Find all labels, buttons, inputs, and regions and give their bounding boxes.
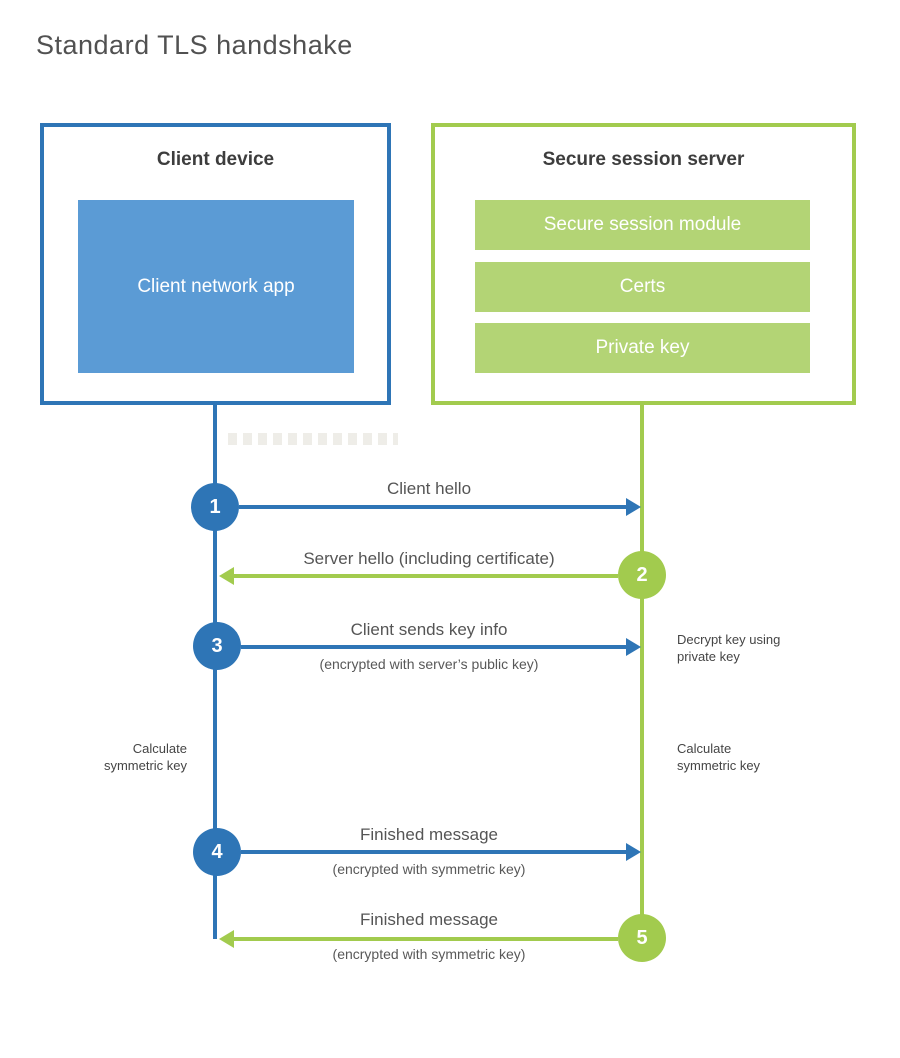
message-1-label: Client hello [386, 479, 472, 498]
server-lifeline [640, 405, 644, 938]
message-5-label: Finished message [360, 910, 498, 929]
message-3-label: Client sends key info [350, 620, 508, 639]
message-4-subtext: (encrypted with symmetric key) [332, 861, 526, 877]
note-calculate-symmetric-key-right: Calculate symmetric key [677, 741, 761, 773]
server-module-private-key: Private key [475, 323, 810, 373]
client-network-app-box: Client network app [78, 200, 354, 373]
message-3-arrow-shaft [241, 645, 626, 649]
client-lifeline [213, 405, 217, 939]
message-2-label: Server hello (including certificate) [303, 549, 555, 568]
message-2-arrow-shaft [233, 574, 618, 578]
message-1-arrowhead-icon [626, 498, 641, 516]
secure-session-server-title: Secure session server [542, 149, 745, 170]
step-circle-2: 2 [618, 551, 666, 599]
step-circle-5: 5 [618, 914, 666, 962]
message-2-arrowhead-icon [219, 567, 234, 585]
message-4-label: Finished message [360, 825, 498, 844]
message-5-arrow-shaft [233, 937, 618, 941]
message-3-subtext: (encrypted with server’s public key) [319, 656, 539, 672]
page-title: Standard TLS handshake [36, 30, 353, 60]
server-module-secure-session-module: Secure session module [475, 200, 810, 250]
message-3-arrowhead-icon [626, 638, 641, 656]
client-device-title: Client device [156, 149, 275, 170]
faint-dashed-artifact [228, 433, 398, 445]
server-module-certs: Certs [475, 262, 810, 312]
step-circle-4: 4 [193, 828, 241, 876]
step-circle-3: 3 [193, 622, 241, 670]
message-5-arrowhead-icon [219, 930, 234, 948]
note-calculate-symmetric-key-left: Calculate symmetric key [103, 741, 187, 773]
message-5-subtext: (encrypted with symmetric key) [332, 946, 526, 962]
step-circle-1: 1 [191, 483, 239, 531]
message-4-arrow-shaft [241, 850, 626, 854]
note-decrypt-key: Decrypt key using private key [677, 632, 781, 664]
message-1-arrow-shaft [239, 505, 626, 509]
message-4-arrowhead-icon [626, 843, 641, 861]
